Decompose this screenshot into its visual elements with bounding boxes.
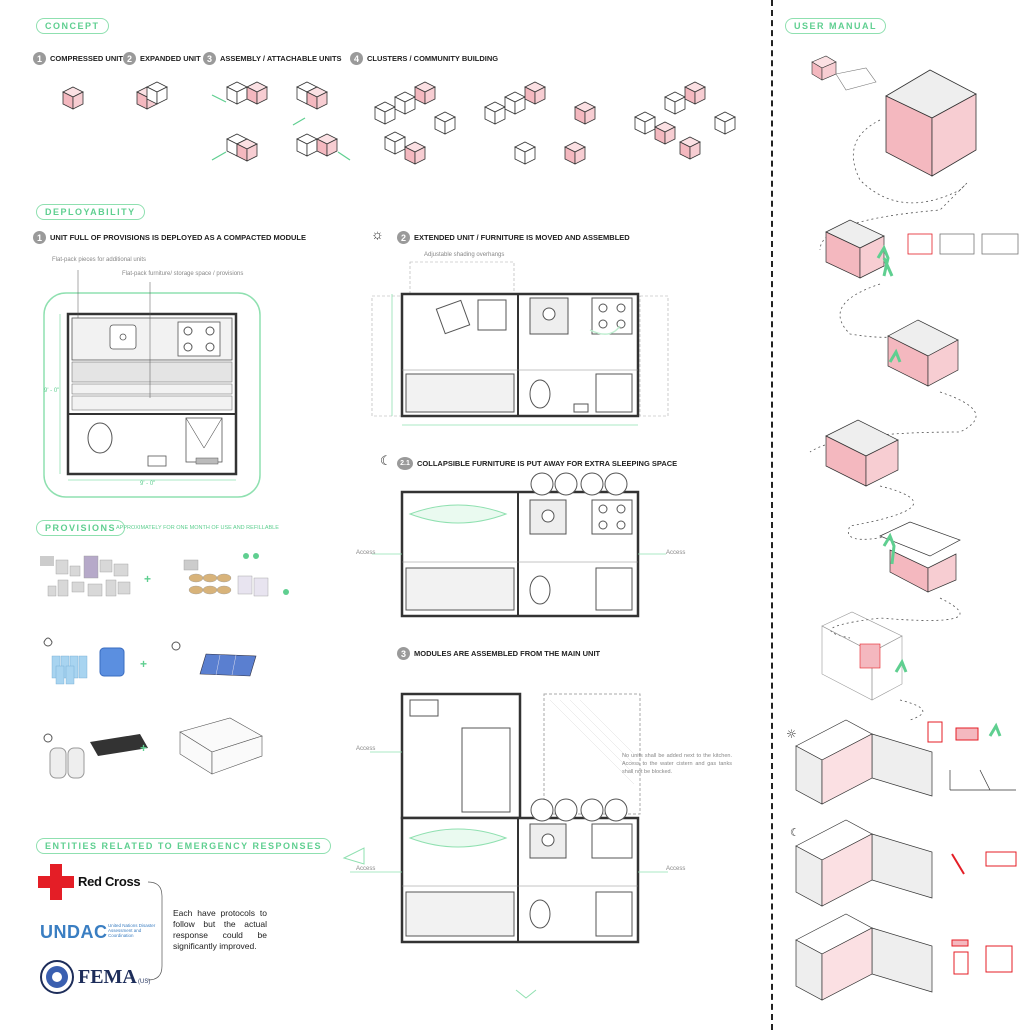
step-label: COLLAPSIBLE FURNITURE IS PUT AWAY FOR EX… [417, 459, 678, 468]
access-label-right: Access [666, 550, 686, 556]
step-number: 2 [123, 52, 136, 65]
step-number: 1 [33, 52, 46, 65]
step-number: 2.1 [397, 457, 413, 470]
deploy-step-1: 1 UNIT FULL OF PROVISIONS IS DEPLOYED AS … [33, 231, 306, 244]
concept-step-2: 2 EXPANDED UNIT [123, 52, 201, 65]
entities-bracket [147, 881, 163, 981]
flatpack-label-2: Flat-pack furniture/ storage space / pro… [122, 271, 244, 277]
provisions-header: PROVISIONS [36, 520, 126, 536]
flatpack-label-1: Flat-pack pieces for additional units [52, 257, 147, 263]
concept-cubes-diagram [62, 81, 736, 165]
deploy-step-2-1: 2.1 COLLAPSIBLE FURNITURE IS PUT AWAY FOR… [397, 457, 677, 470]
kitchen-access-note: No units shall be added next to the kitc… [622, 753, 732, 775]
step-number: 3 [397, 647, 410, 660]
concept-step-4: 4 CLUSTERS / COMMUNITY BUILDING [350, 52, 498, 65]
step-label: EXPANDED UNIT [140, 54, 201, 63]
concept-step-3: 3 ASSEMBLY / ATTACHABLE UNITS [203, 52, 342, 65]
provisions-note: APPROXIMATELY FOR ONE MONTH OF USE AND R… [116, 525, 279, 531]
compact-module-plan [43, 270, 261, 498]
step-number: 4 [350, 52, 363, 65]
access-label-3-top: Access [356, 746, 376, 752]
step-label: UNIT FULL OF PROVISIONS IS DEPLOYED AS A… [50, 233, 306, 242]
svg-text:+: + [144, 572, 151, 586]
dimension-bottom: 9' - 0" [140, 481, 156, 487]
concept-step-1: 1 COMPRESSED UNIT [33, 52, 123, 65]
deployability-header: DEPLOYABILITY [36, 204, 145, 220]
deploy-step-3: 3 MODULES ARE ASSEMBLED FROM THE MAIN UNI… [397, 647, 600, 660]
fema-country: (US) [138, 979, 151, 985]
step-number: 1 [33, 231, 46, 244]
dimension-side: 9' - 0" [44, 388, 60, 394]
concept-header: CONCEPT [36, 18, 109, 34]
entities-header: ENTITIES RELATED TO EMERGENCY RESPONSES [36, 838, 332, 854]
access-label-left: Access [356, 550, 376, 556]
step-label: MODULES ARE ASSEMBLED FROM THE MAIN UNIT [414, 649, 601, 658]
step-label: COMPRESSED UNIT [50, 54, 123, 63]
fema-name: FEMA [78, 966, 137, 988]
svg-text:+: + [140, 657, 147, 671]
user-manual-header: USER MANUAL [785, 18, 886, 34]
fema-seal-icon [40, 960, 74, 994]
deploy-step-2: 2 EXTENDED UNIT / FURNITURE IS MOVED AND … [397, 231, 630, 244]
sun-icon: ☼ [371, 226, 384, 242]
shading-label: Adjustable shading overhangs [424, 252, 505, 258]
step-number: 2 [397, 231, 410, 244]
entities-note: Each have protocols to follow but the ac… [173, 908, 267, 951]
red-cross-logo [38, 864, 74, 900]
step-label: ASSEMBLY / ATTACHABLE UNITS [220, 54, 342, 63]
section-divider [771, 0, 773, 1030]
extended-unit-plan [342, 261, 669, 999]
undac-subtitle: United Nations Disaster Assessment and C… [108, 923, 156, 938]
step-label: EXTENDED UNIT / FURNITURE IS MOVED AND A… [414, 233, 630, 242]
step-label: CLUSTERS / COMMUNITY BUILDING [367, 54, 499, 63]
access-label-3-left: Access [356, 866, 376, 872]
red-cross-name: Red Cross [78, 874, 141, 889]
undac-logo: UNDAC [40, 922, 108, 942]
step-number: 3 [203, 52, 216, 65]
svg-text:☼: ☼ [786, 727, 797, 741]
moon-icon: ☾ [380, 453, 392, 468]
provisions-illustrations: + + + [40, 553, 289, 779]
access-label-3-right: Access [666, 866, 686, 872]
svg-text:☾: ☾ [790, 826, 800, 839]
svg-text:+: + [140, 741, 147, 755]
